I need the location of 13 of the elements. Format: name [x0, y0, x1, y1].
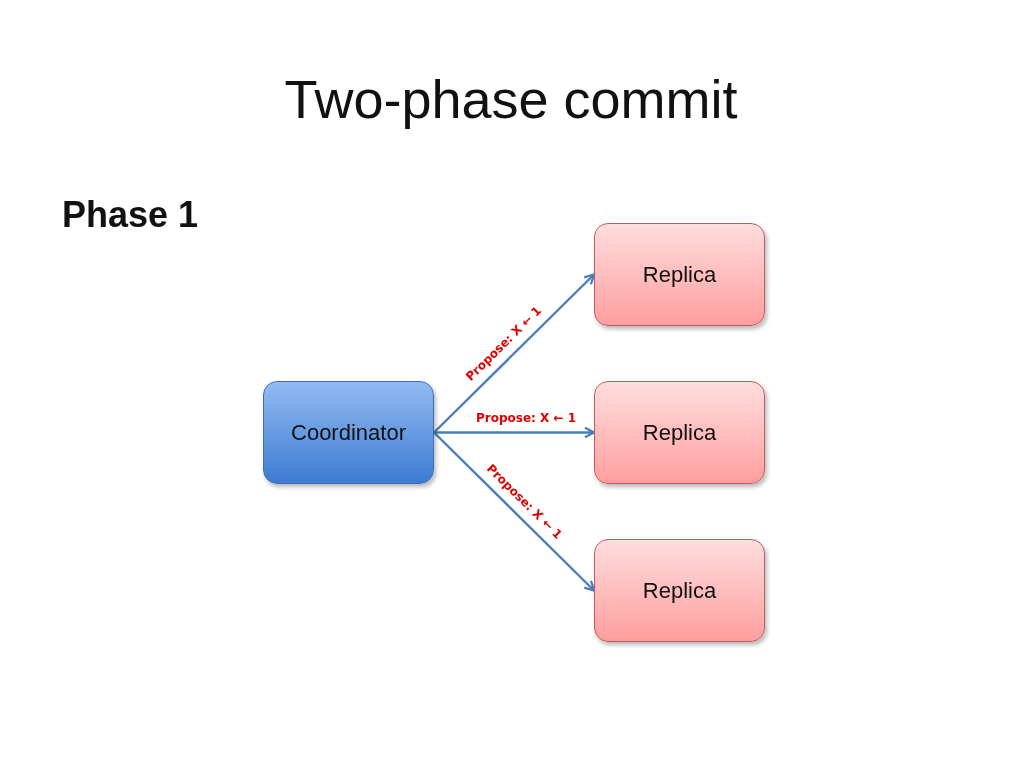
process-box — [263, 381, 434, 484]
box-label: Coordinator — [291, 419, 406, 446]
arrow — [434, 426, 596, 439]
box-label: Replica — [642, 419, 717, 446]
process-box — [594, 223, 765, 326]
section-heading: Phase 1 — [62, 197, 199, 233]
arrow — [433, 273, 596, 434]
process-box — [594, 539, 765, 642]
box-label: Replica — [642, 261, 717, 288]
arrow — [433, 431, 596, 592]
process-box — [594, 381, 765, 484]
box-label: Replica — [642, 577, 717, 604]
edge-label: Propose: X ← 1 — [474, 411, 578, 426]
